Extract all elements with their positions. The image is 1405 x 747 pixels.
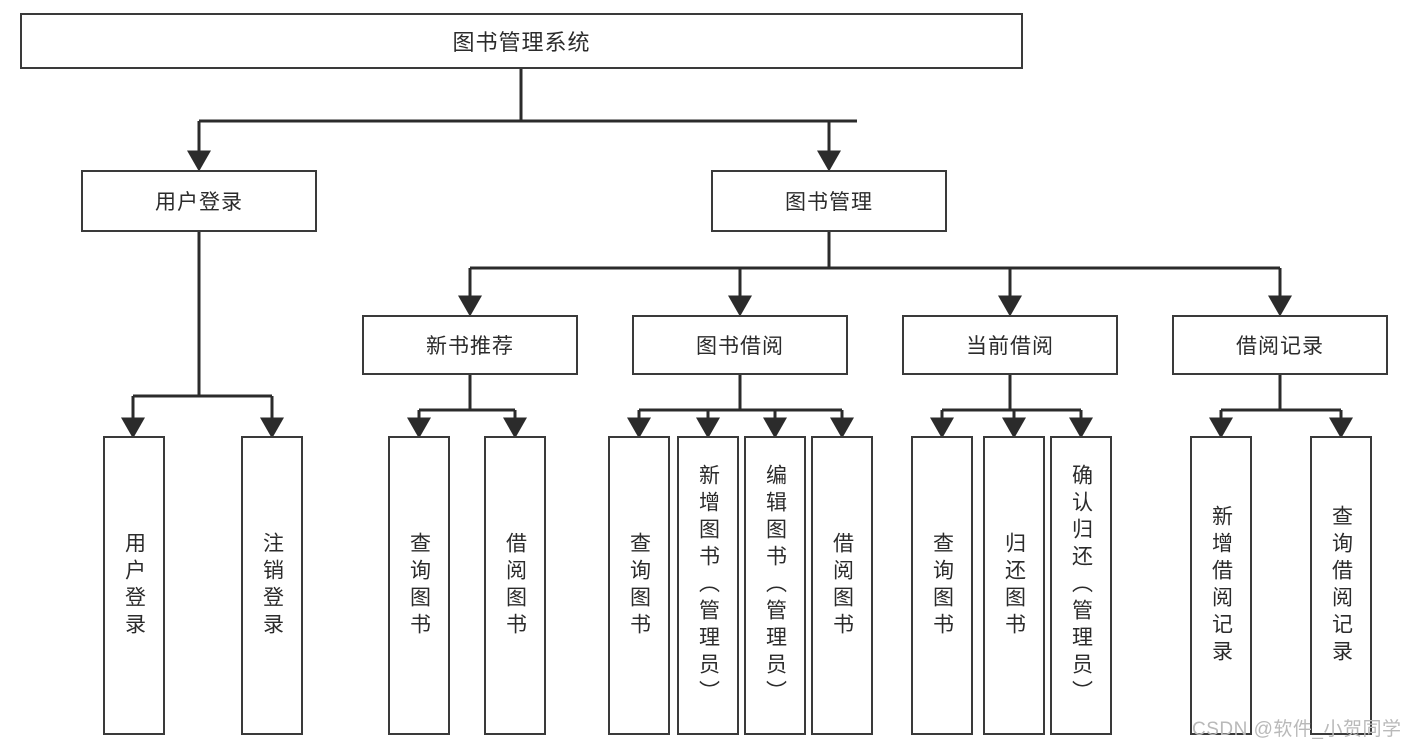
node-user-login-label: 用户登录 [155,191,243,214]
edge-group-new-book-rec [407,375,527,439]
node-leaf-return-book-label: 归还图书 [1002,531,1026,640]
node-root-system[interactable]: 图书管理系统 [20,13,1023,69]
node-leaf-query-book-borrowing-label: 查询图书 [627,531,651,640]
node-borrowing-record[interactable]: 借阅记录 [1172,315,1388,375]
node-leaf-confirm-return-admin-label: 确认归还（管理员） [1069,464,1093,707]
edge-group-book-borrow [627,375,854,439]
node-leaf-confirm-return-admin[interactable]: 确认归还（管理员） [1050,436,1112,735]
node-leaf-return-book[interactable]: 归还图书 [983,436,1045,735]
node-leaf-borrow-book-recommendation-label: 借阅图书 [503,531,527,640]
node-book-management[interactable]: 图书管理 [711,170,947,232]
node-new-book-recommendation[interactable]: 新书推荐 [362,315,578,375]
node-leaf-add-borrow-record[interactable]: 新增借阅记录 [1190,436,1252,735]
node-leaf-query-book-current-label: 查询图书 [930,531,954,640]
node-current-borrowing-label: 当前借阅 [966,335,1054,358]
node-leaf-logout[interactable]: 注销登录 [241,436,303,735]
node-leaf-add-borrow-record-label: 新增借阅记录 [1209,504,1233,667]
node-borrowing-record-label: 借阅记录 [1236,335,1324,358]
edge-group-user-login [121,232,284,439]
node-leaf-add-book-admin[interactable]: 新增图书（管理员） [677,436,739,735]
node-user-login[interactable]: 用户登录 [81,170,317,232]
csdn-watermark: CSDN @软件_小贺同学 [1192,719,1402,740]
node-new-book-recommendation-label: 新书推荐 [426,335,514,358]
edge-group-book-manage [458,232,1292,317]
edge-group-current-borrow [930,375,1093,439]
node-leaf-query-book-borrowing[interactable]: 查询图书 [608,436,670,735]
node-current-borrowing[interactable]: 当前借阅 [902,315,1118,375]
node-book-borrowing-label: 图书借阅 [696,335,784,358]
node-leaf-edit-book-admin[interactable]: 编辑图书（管理员） [744,436,806,735]
node-leaf-user-login[interactable]: 用户登录 [103,436,165,735]
edge-group-borrow-record [1209,375,1353,439]
node-root-system-label: 图书管理系统 [452,30,591,55]
node-book-borrowing[interactable]: 图书借阅 [632,315,848,375]
edge-group-root [187,69,857,172]
node-leaf-query-book-current[interactable]: 查询图书 [911,436,973,735]
node-leaf-query-borrow-record[interactable]: 查询借阅记录 [1310,436,1372,735]
node-leaf-query-book-recommendation-label: 查询图书 [407,531,431,640]
node-leaf-edit-book-admin-label: 编辑图书（管理员） [763,464,787,707]
node-leaf-logout-label: 注销登录 [260,531,284,640]
node-leaf-user-login-label: 用户登录 [122,531,146,640]
node-book-management-label: 图书管理 [785,191,873,214]
node-leaf-add-book-admin-label: 新增图书（管理员） [696,464,720,707]
node-leaf-borrow-book-borrowing[interactable]: 借阅图书 [811,436,873,735]
node-leaf-query-borrow-record-label: 查询借阅记录 [1329,504,1353,667]
node-leaf-borrow-book-borrowing-label: 借阅图书 [830,531,854,640]
node-leaf-borrow-book-recommendation[interactable]: 借阅图书 [484,436,546,735]
node-leaf-query-book-recommendation[interactable]: 查询图书 [388,436,450,735]
